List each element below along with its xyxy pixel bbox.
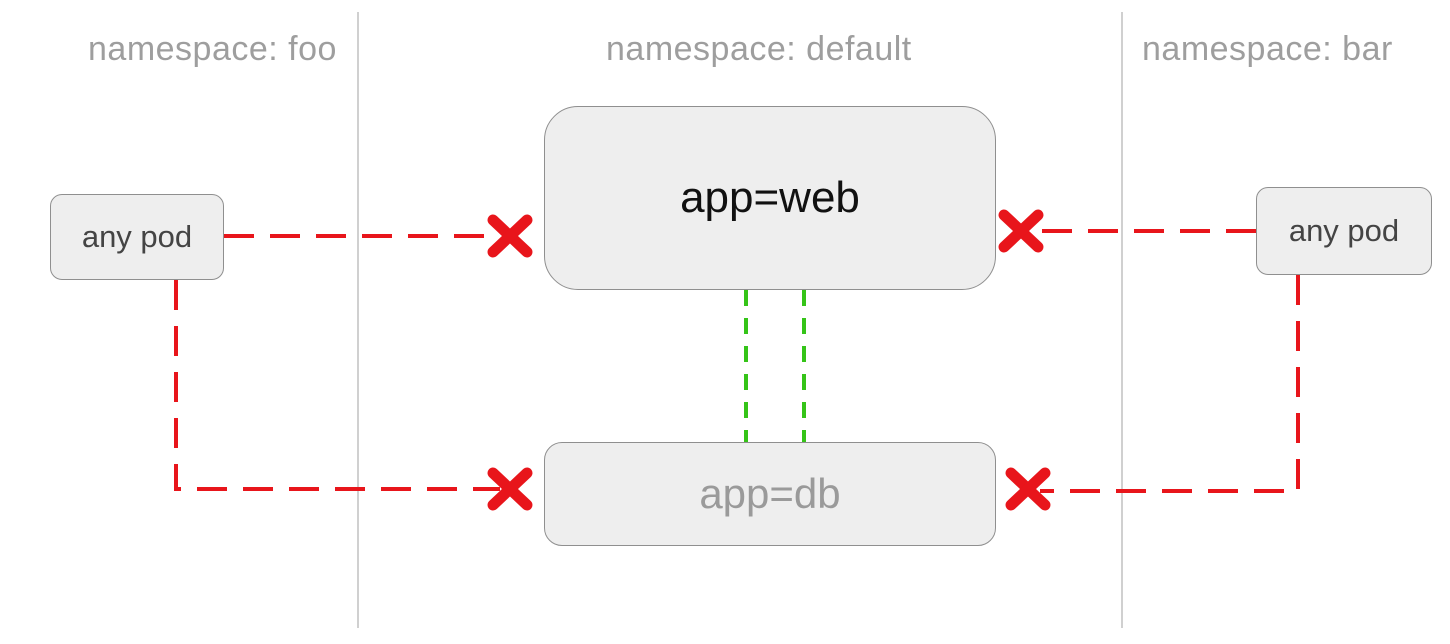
blocked-x-icon-foo-db: [487, 467, 533, 511]
namespace-divider-left: [357, 12, 359, 628]
blocked-x-icon-bar-db: [1005, 467, 1051, 511]
namespace-label-bar: namespace: bar: [1142, 30, 1393, 68]
namespace-label-foo: namespace: foo: [88, 30, 337, 68]
pod-node-app-db: app=db: [544, 442, 996, 546]
denied-connector-bar-db: [1040, 275, 1300, 493]
namespace-label-default: namespace: default: [606, 30, 912, 68]
pod-node-any-pod-bar: any pod: [1256, 187, 1432, 275]
pod-node-app-web: app=web: [544, 106, 996, 290]
blocked-x-icon-bar-web: [998, 209, 1044, 253]
namespace-divider-right: [1121, 12, 1123, 628]
blocked-x-icon-foo-web: [487, 214, 533, 258]
denied-connector-foo-db: [174, 280, 500, 491]
pod-node-any-pod-foo: any pod: [50, 194, 224, 280]
